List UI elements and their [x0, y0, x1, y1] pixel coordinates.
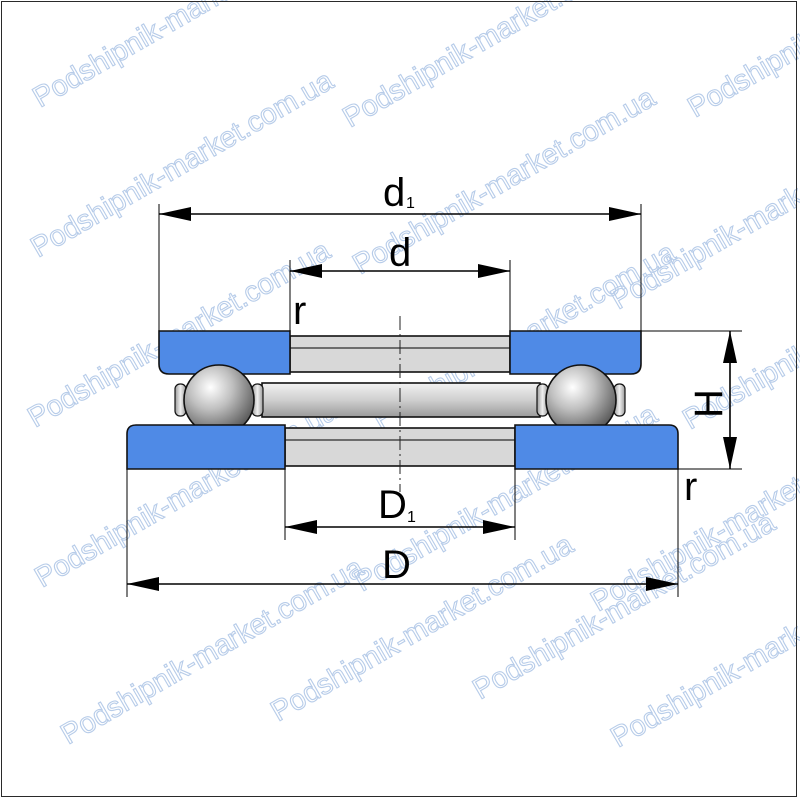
- label-D1-subscript: 1: [407, 509, 416, 526]
- label-H: H: [687, 389, 731, 418]
- label-D: D: [382, 543, 411, 587]
- arrowhead: [723, 331, 737, 363]
- watermark-layer: Podshipnik-market.com.ua Podshipnik-mark…: [23, 0, 800, 754]
- label-d: d: [389, 231, 411, 275]
- arrowhead: [478, 264, 510, 278]
- label-d1-subscript: 1: [406, 195, 415, 212]
- arrowhead: [483, 520, 515, 534]
- arrowhead: [285, 520, 317, 534]
- label-r-bottom: r: [684, 465, 697, 509]
- label-D1: D: [378, 483, 407, 527]
- cage-bar: [262, 383, 540, 417]
- bottom-washer-left: [127, 425, 285, 469]
- label-d1: d: [383, 171, 405, 215]
- arrowhead: [609, 207, 641, 221]
- dimension-labels: d 1 d r H r D 1 D: [293, 171, 731, 587]
- arrowhead: [723, 437, 737, 469]
- watermark-text: Podshipnik-market.com.ua: [56, 551, 370, 751]
- bottom-washer-right: [515, 425, 678, 469]
- bearing-cross-section: [127, 316, 678, 492]
- arrowhead: [159, 207, 191, 221]
- arrowhead: [127, 577, 159, 591]
- watermark-text: Podshipnik-market.com.ua: [683, 0, 800, 124]
- label-r-top: r: [293, 289, 306, 333]
